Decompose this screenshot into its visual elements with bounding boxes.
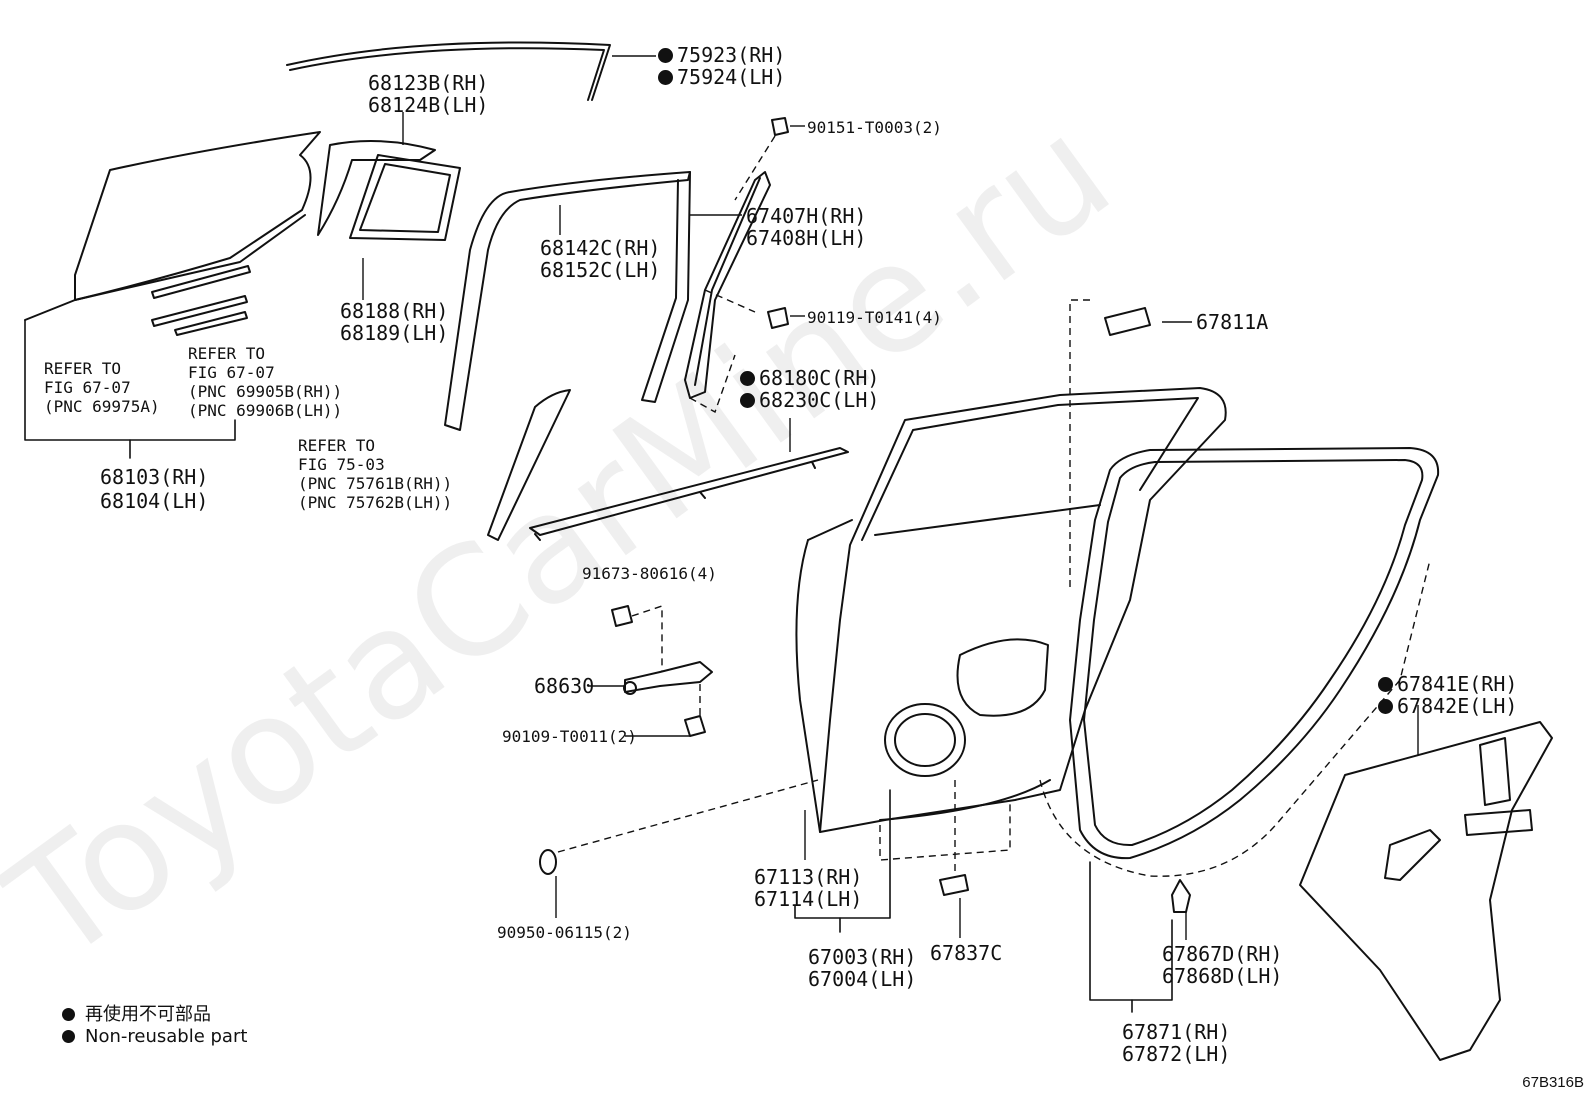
label-91673: 91673-80616(4) [582,564,717,583]
refer-note-2-line3: (PNC 69905B(RH)) [188,382,343,401]
label-67867D: 67867D(RH) [1162,942,1283,966]
run-channel-part [444,171,691,431]
label-68104: 68104(LH) [100,489,209,513]
bracket-lines [24,319,1173,1013]
label-68180C: 68180C(RH) [740,367,879,390]
weatherstrip-part [1069,447,1440,860]
label-68123B: 68123B(RH) [368,71,489,95]
refer-note-3-line1: REFER TO [298,436,376,455]
label-68152C: 68152C(LH) [540,258,661,282]
door-panel-part [795,387,1227,833]
refer-note-3-line2: FIG 75-03 [298,455,385,474]
label-67407H: 67407H(RH) [746,204,867,228]
label-67004: 67004(LH) [808,967,917,991]
label-67837C: 67837C [930,941,1003,965]
leader-lines [362,55,1419,940]
label-68188: 68188(RH) [340,299,449,323]
refer-note-2-line2: FIG 67-07 [188,363,275,382]
non-reusable-mark [740,371,755,386]
label-90109: 90109-T0011(2) [502,727,637,746]
legend-en: Non-reusable part [62,1026,247,1047]
non-reusable-mark [658,70,673,85]
dashed-connectors [557,135,1431,877]
label-75923: 75923(RH) [658,44,785,67]
belt-molding-part [529,447,849,541]
pillar-garnish-part [487,389,571,541]
quarter-window-part [349,154,461,241]
label-90950: 90950-06115(2) [497,923,632,942]
legend-jp: 再使用不可部品 [62,1000,211,1026]
roof-molding-part [286,41,611,101]
legend-dot-icon [62,1030,75,1043]
legend-dot-icon [62,1008,75,1021]
label-90151: 90151-T0003(2) [807,118,942,137]
non-reusable-mark [740,393,755,408]
refer-note-3-line3: (PNC 75761B(RH)) [298,474,453,493]
label-68630: 68630 [534,674,595,698]
non-reusable-mark [1378,699,1393,714]
label-68124B: 68124B(LH) [368,93,489,117]
refer-note-1-line2: FIG 67-07 [44,378,131,397]
label-67113: 67113(RH) [754,865,863,889]
label-67408H: 67408H(LH) [746,226,867,250]
refer-note-2-line1: REFER TO [188,344,266,363]
refer-note-1-line3: (PNC 69975A) [44,397,160,416]
label-75924: 75924(LH) [658,66,785,89]
label-67872: 67872(LH) [1122,1042,1231,1066]
non-reusable-mark [658,48,673,63]
body-glass-part [24,131,436,321]
channel-strip-part [151,265,251,336]
label-67003: 67003(RH) [808,945,917,969]
clip-parts [539,117,1191,913]
refer-note-2-line4: (PNC 69906B(LH)) [188,401,343,420]
label-90119: 90119-T0141(4) [807,308,942,327]
service-hole-cover-part [1299,721,1553,1061]
label-68230C: 68230C(LH) [740,389,879,412]
label-67871: 67871(RH) [1122,1020,1231,1044]
label-68142C: 68142C(RH) [540,236,661,260]
label-67114: 67114(LH) [754,887,863,911]
diagram-code: 67B316B [1522,1074,1584,1091]
refer-note-3-line4: (PNC 75762B(LH)) [298,493,453,512]
refer-note-1-line1: REFER TO [44,359,122,378]
label-67842E: 67842E(LH) [1378,695,1517,718]
label-67811A: 67811A [1196,310,1269,334]
label-67868D: 67868D(LH) [1162,964,1283,988]
label-68189: 68189(LH) [340,321,449,345]
label-67841E: 67841E(RH) [1378,673,1517,696]
label-68103: 68103(RH) [100,465,209,489]
hinge-part [611,605,713,737]
non-reusable-mark [1378,677,1393,692]
